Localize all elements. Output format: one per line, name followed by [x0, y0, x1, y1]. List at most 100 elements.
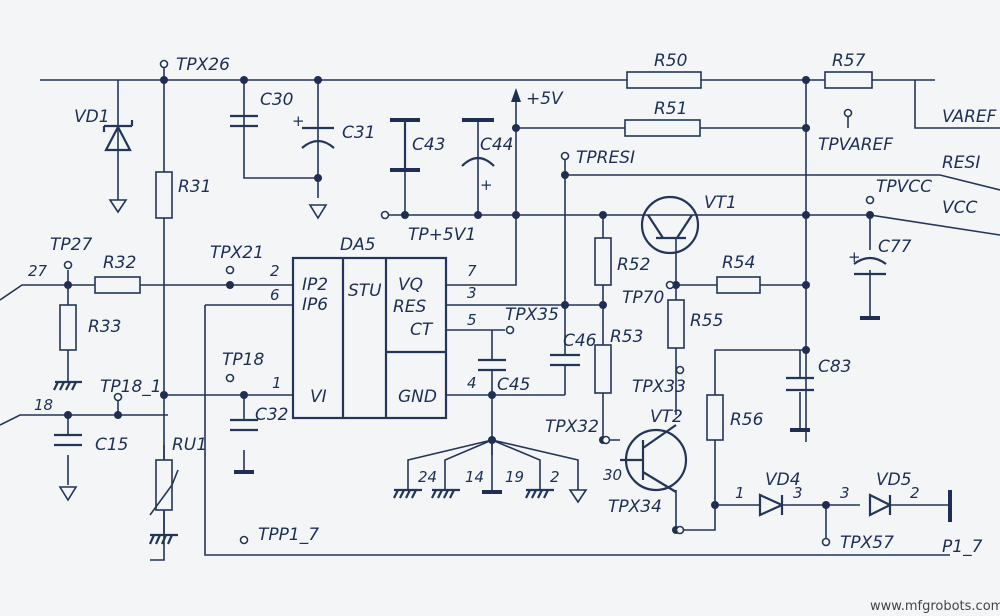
label-c43: C43	[412, 135, 446, 155]
net-varef: VAREF	[942, 107, 997, 127]
input-27: 27	[28, 262, 48, 280]
pin-3: 3	[467, 284, 477, 302]
label-c30: C30	[260, 90, 294, 110]
ic-pin-gnd: GND	[398, 387, 437, 407]
label-c77: C77	[878, 237, 912, 257]
label-ru1: RU1	[172, 435, 207, 455]
pin-6: 6	[270, 286, 280, 304]
resistor-r53	[594, 344, 612, 394]
arrow-up-icon	[511, 88, 521, 102]
resistor-r57	[824, 71, 873, 89]
ic-pin-vq: VQ	[398, 275, 423, 295]
label-r50: R50	[654, 51, 687, 71]
resistor-r51	[624, 119, 701, 137]
pin-1: 1	[272, 374, 282, 392]
label-vt1: VT1	[704, 193, 737, 213]
label-r31: R31	[178, 177, 211, 197]
vd4-cathode-pin: 3	[793, 484, 803, 502]
ic-da5: DA5 IP2 IP6 VI STU VQ RES CT GND	[291, 235, 448, 420]
chassis-ground-icon	[525, 488, 554, 499]
net-plus5v: +5V	[526, 89, 564, 109]
watermark: www.mfgrobots.com	[870, 599, 1000, 614]
label-r55: R55	[690, 311, 723, 331]
tp-tpresi: TPRESI	[576, 148, 635, 168]
label-c15: C15	[95, 435, 129, 455]
tp-tpx35: TPX35	[505, 305, 559, 325]
diode-vd4	[758, 493, 785, 517]
ic-pin-ip6: IP6	[302, 295, 328, 315]
tp-tpx32: TPX32	[545, 417, 599, 437]
ic-pin-ct: CT	[410, 320, 434, 340]
tp-tpp1-7: TPP1_7	[258, 525, 319, 545]
pin-5: 5	[467, 311, 477, 329]
label-c32: C32	[255, 405, 289, 425]
test-points: TPX26 TPX21 TP27 TP18 TP18_1 TPRESI TP+5…	[50, 55, 932, 553]
resistor-r55	[667, 299, 685, 349]
chassis-ground-icon	[148, 533, 178, 545]
ic-pin-res: RES	[393, 297, 427, 317]
tp-tp18-1: TP18_1	[100, 377, 162, 397]
zener-vd1	[102, 120, 134, 152]
tp-tp70: TP70	[622, 288, 664, 308]
resistor-r33	[59, 304, 77, 351]
tp-tp27: TP27	[50, 235, 92, 255]
svg-text:+: +	[848, 248, 861, 266]
pin-2: 2	[270, 262, 280, 280]
tp-tpx33: TPX33	[632, 377, 686, 397]
diode-vd5	[868, 493, 893, 517]
ic-stu: STU	[348, 281, 382, 301]
transistor-vt1	[640, 195, 700, 255]
label-vt2: VT2	[650, 407, 683, 427]
gnd-24: 24	[418, 468, 437, 486]
gnd-14: 14	[465, 468, 484, 486]
resistors: R50 R51 R57 R31 R32 R33 R52 R53 R54 R55 …	[59, 51, 873, 441]
semiconductors: VD1 VT1 VT2 RU1 VD4 VD5	[74, 107, 952, 522]
vd4-anode-pin: 1	[735, 484, 745, 502]
pin-numbers: 2 6 1 7 3 5 4 24 14 19 2 30 1 3 3 2 27 1…	[28, 262, 920, 502]
resistor-r56	[706, 394, 724, 441]
ground-triangle-icon	[308, 204, 328, 220]
label-r53: R53	[610, 327, 643, 347]
pin-7: 7	[467, 262, 477, 280]
vd5-anode-pin: 3	[840, 484, 850, 502]
transistor-vt2	[620, 424, 688, 493]
gnd-19: 19	[505, 468, 524, 486]
ic-pin-ip2: IP2	[302, 275, 328, 295]
label-r33: R33	[88, 317, 121, 337]
chassis-ground-icon	[53, 380, 82, 391]
svg-text:+: +	[480, 176, 493, 194]
capacitors: C30 + C31 C43 + C44 C45 C46 C32 C15 + C7…	[54, 90, 912, 455]
net-resi: RESI	[942, 153, 980, 173]
tp-tp5v1: TP+5V1	[408, 225, 476, 245]
tp-tpx34: TPX34	[608, 497, 662, 517]
label-r32: R32	[103, 253, 136, 273]
net-vcc: VCC	[942, 198, 977, 218]
chassis-ground-icon	[393, 488, 422, 499]
chassis-ground-icon	[431, 488, 460, 499]
vt2-base-pin: 30	[603, 466, 622, 484]
ground-triangle-icon	[58, 486, 78, 502]
label-r54: R54	[722, 253, 755, 273]
ic-pin-vi: VI	[310, 387, 327, 407]
label-r56: R56	[730, 410, 764, 430]
ic-name: DA5	[340, 235, 376, 255]
resistor-r32	[94, 276, 141, 294]
label-c31: C31	[342, 123, 376, 143]
ground-triangle-icon	[108, 199, 128, 214]
label-vd5: VD5	[876, 470, 912, 490]
tp-tpx21: TPX21	[210, 243, 264, 263]
label-r57: R57	[832, 51, 866, 71]
tp-tpx57: TPX57	[840, 533, 894, 553]
tp-tpx26: TPX26	[176, 55, 230, 75]
resistor-r54	[716, 276, 761, 294]
label-vd1: VD1	[74, 107, 110, 127]
ground-triangle-icon	[568, 489, 588, 504]
tp-tpvaref: TPVAREF	[818, 135, 893, 155]
net-p1-7: P1_7	[942, 537, 983, 557]
label-c45: C45	[497, 375, 531, 395]
vd5-cathode-pin: 2	[910, 484, 920, 502]
junctions	[64, 76, 874, 534]
pin-4: 4	[467, 374, 477, 392]
label-c44: C44	[480, 135, 514, 155]
